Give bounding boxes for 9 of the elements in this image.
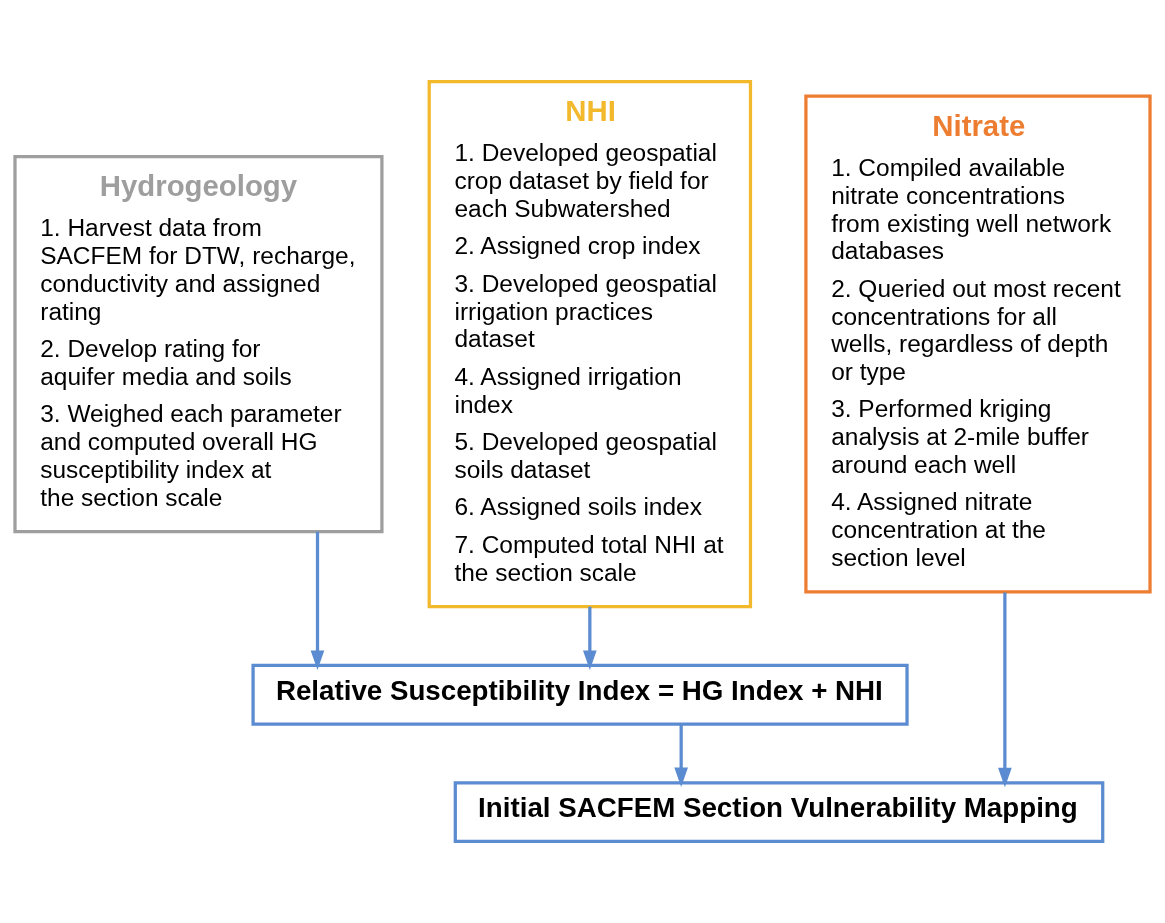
node-box: Initial SACFEM Section Vulnerability Mapping — [453, 781, 1105, 844]
arrow — [310, 531, 325, 671]
node-box: NHI 1. Developed geospatial crop dataset by field for each Subwatershed 2. Assigned crop index 3. Developed geospatial irrigation practices dataset 4. Assigned irrigation index 5. Developed geospatial soils dataset 6. Assigned soils index 7. Computed total NHI at the section scale — [427, 79, 753, 609]
node-box: Hydrogeology 1. Harvest data from SACFEM for DTW, recharge, conductivity and assigned rating 2. Develop rating for aquifer media and soils 3. Weighed each parameter and computed overall HG susceptibility index at the section scale — [13, 154, 384, 534]
node-box: Relative Susceptibility Index = HG Index + NHI — [251, 663, 909, 726]
arrow — [582, 606, 597, 670]
arrow — [998, 592, 1012, 788]
arrow — [674, 724, 689, 788]
node-box: Nitrate 1. Compiled available nitrate concentrations from existing well network databases 2. Queried out most recent concentrations for all wells, regardless of depth or type 3. Performed kriging analysis at 2-mile buffer around each well 4. Assigned nitrate concentration at the section level — [804, 94, 1152, 594]
